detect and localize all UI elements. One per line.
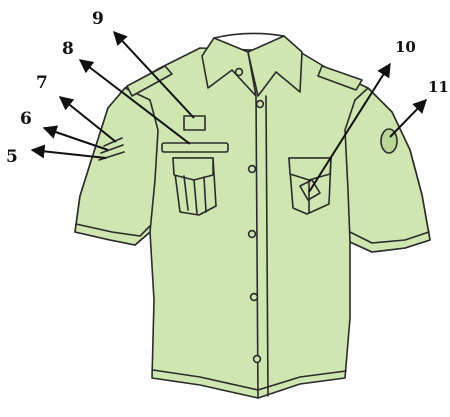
left-pocket-flap (173, 158, 213, 180)
button (249, 231, 256, 238)
name-bar (162, 143, 228, 152)
button (257, 101, 264, 108)
label-5: 5 (6, 147, 18, 167)
button (236, 69, 243, 76)
label-7: 7 (36, 73, 48, 93)
shirt-illustration (75, 33, 430, 398)
button (251, 294, 258, 301)
button (254, 356, 261, 363)
label-9: 9 (92, 9, 104, 29)
label-6: 6 (20, 109, 32, 129)
label-8: 8 (62, 39, 74, 59)
collar-band (214, 33, 284, 38)
label-11: 11 (428, 78, 449, 96)
label-10: 10 (395, 38, 416, 56)
rank-badge (184, 116, 205, 130)
button (249, 166, 256, 173)
right-sleeve (345, 88, 430, 252)
left-sleeve (75, 88, 158, 245)
